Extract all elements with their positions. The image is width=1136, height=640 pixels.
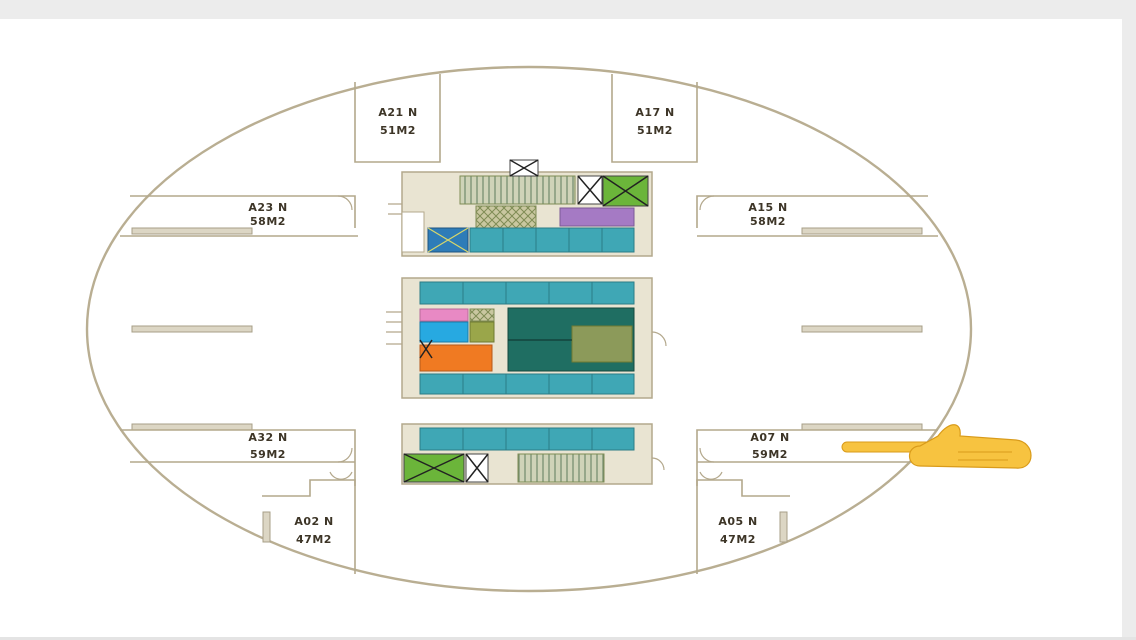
door-swings [329, 195, 723, 480]
pointing-hand-icon [841, 424, 1032, 469]
right-edge-bar [1122, 19, 1136, 640]
unit-a05-area: 47M2 [720, 533, 756, 546]
bottom-core [401, 423, 653, 485]
partition-walls [120, 74, 938, 574]
unit-a02-name: A02 N [294, 515, 333, 528]
unit-a23-area: 58M2 [250, 215, 286, 228]
bottom-edge-bar [0, 637, 1136, 640]
unit-a02-area: 47M2 [296, 533, 332, 546]
top-bar [0, 0, 1136, 19]
unit-a15-name: A15 N [748, 201, 787, 214]
unit-a07-area: 59M2 [752, 448, 788, 461]
top-core [401, 159, 653, 257]
unit-a07-name: A07 N [750, 431, 789, 444]
unit-a32-name: A32 N [248, 431, 287, 444]
unit-a17-area: 51M2 [637, 124, 673, 137]
middle-core [401, 277, 653, 399]
unit-a21-area: 51M2 [380, 124, 416, 137]
unit-a21-name: A21 N [378, 106, 417, 119]
unit-a23-name: A23 N [248, 201, 287, 214]
core-side-doors [386, 203, 667, 471]
unit-a32-area: 59M2 [250, 448, 286, 461]
unit-labels: A21 N 51M2 A17 N 51M2 A23 N 58M2 A15 N 5… [248, 106, 789, 546]
unit-a05-name: A05 N [718, 515, 757, 528]
unit-a15-area: 58M2 [750, 215, 786, 228]
unit-a17-name: A17 N [635, 106, 674, 119]
balcony-bars [131, 227, 923, 543]
